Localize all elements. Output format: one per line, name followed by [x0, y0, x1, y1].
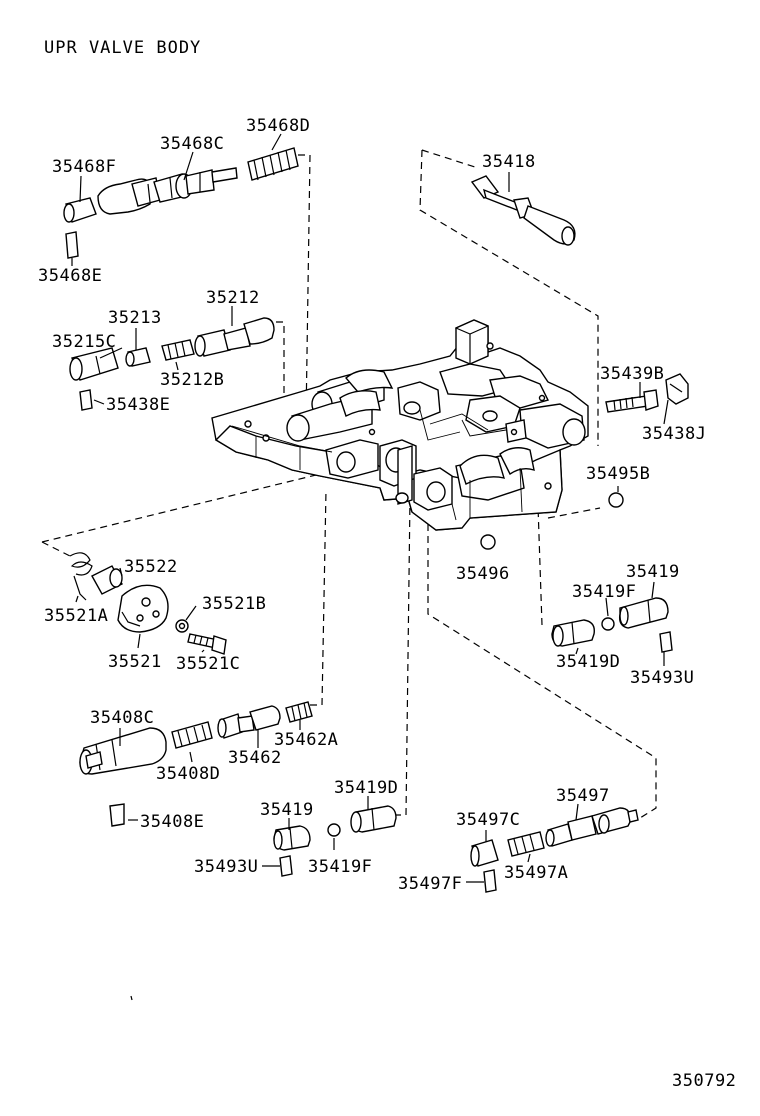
label-35468E: 35468E: [38, 266, 103, 286]
part-35497F-key: [483, 869, 497, 893]
part-35495B-ball: [608, 492, 624, 508]
part-35496-ball: [480, 534, 496, 550]
label-35522: 35522: [124, 557, 178, 577]
label-35497: 35497: [556, 786, 610, 806]
part-35408C-sleeve: [79, 727, 167, 775]
label-35439B: 35439B: [600, 364, 665, 384]
part-35468C-valve: [97, 167, 238, 215]
registration-mark: [130, 995, 133, 1001]
part-35497C-plug: [470, 839, 499, 867]
part-35212-valve: [194, 317, 275, 357]
label-35462A: 35462A: [274, 730, 339, 750]
part-35408E-key: [109, 803, 125, 827]
figure-number: 350792: [672, 1071, 737, 1091]
label-35213: 35213: [108, 308, 162, 328]
part-35497-valve: [545, 807, 639, 847]
label-35408C: 35408C: [90, 708, 155, 728]
label-35521C: 35521C: [176, 654, 241, 674]
assembly-guide-lines: [41, 149, 657, 819]
label-35419F-right: 35419F: [572, 582, 637, 602]
label-35408E: 35408E: [140, 812, 205, 832]
label-35215C: 35215C: [52, 332, 117, 352]
label-35438J: 35438J: [642, 424, 707, 444]
diagram-title: UPR VALVE BODY: [44, 38, 202, 58]
label-35438E: 35438E: [106, 395, 171, 415]
part-35493U-key-right: [659, 631, 673, 653]
part-35521-cam: [117, 584, 169, 633]
label-35495B: 35495B: [586, 464, 651, 484]
label-35468D: 35468D: [246, 116, 311, 136]
part-35462A-spring: [285, 701, 313, 723]
label-35493U-right: 35493U: [630, 668, 695, 688]
part-35212B-spring: [161, 339, 195, 361]
label-35212B: 35212B: [160, 370, 225, 390]
part-35497A-spring: [507, 831, 545, 857]
label-35497A: 35497A: [504, 863, 569, 883]
part-35419D-plug-centre: [350, 805, 397, 833]
part-35468E-key: [65, 231, 79, 259]
label-35419D-centre: 35419D: [334, 778, 399, 798]
label-35468F: 35468F: [52, 157, 117, 177]
label-35496: 35496: [456, 564, 510, 584]
part-35419F-ball-right: [601, 617, 615, 631]
label-35419-centre: 35419: [260, 800, 314, 820]
label-35419-right: 35419: [626, 562, 680, 582]
part-35215C-plug: [69, 347, 119, 381]
label-35408D: 35408D: [156, 764, 221, 784]
label-35493U-centre: 35493U: [194, 857, 259, 877]
part-35521B-washer: [175, 619, 189, 633]
label-35419D-right: 35419D: [556, 652, 621, 672]
part-35419D-plug-right: [551, 619, 595, 647]
label-35521B: 35521B: [202, 594, 267, 614]
valve-body: [211, 319, 589, 531]
label-35418: 35418: [482, 152, 536, 172]
part-35493U-key-centre: [279, 855, 293, 877]
label-35462: 35462: [228, 748, 282, 768]
part-35419-plug-centre: [273, 825, 311, 851]
part-35522-spring: [69, 552, 123, 595]
part-35468F-plug: [63, 197, 97, 223]
label-35497C: 35497C: [456, 810, 521, 830]
label-35419F-centre: 35419F: [308, 857, 373, 877]
label-35497F: 35497F: [398, 874, 463, 894]
label-35521: 35521: [108, 652, 162, 672]
part-35408D-spring: [171, 721, 213, 749]
part-35468D-spring: [247, 147, 299, 181]
part-35213-sleeve: [125, 347, 151, 367]
part-35462-valve: [217, 705, 281, 739]
part-35439B-bolt: [605, 389, 659, 413]
part-35438E-key: [79, 389, 93, 411]
part-35419-plug-right: [618, 597, 669, 629]
part-35419F-ball-centre: [327, 823, 341, 837]
part-35438J-clip: [665, 373, 689, 405]
label-35521A: 35521A: [44, 606, 109, 626]
leader-lines: [71, 133, 669, 883]
part-35418-valve: [470, 175, 576, 246]
label-35212: 35212: [206, 288, 260, 308]
label-35468C: 35468C: [160, 134, 225, 154]
part-35521C-bolt: [187, 633, 227, 655]
part-35521A-pin: [73, 575, 87, 601]
